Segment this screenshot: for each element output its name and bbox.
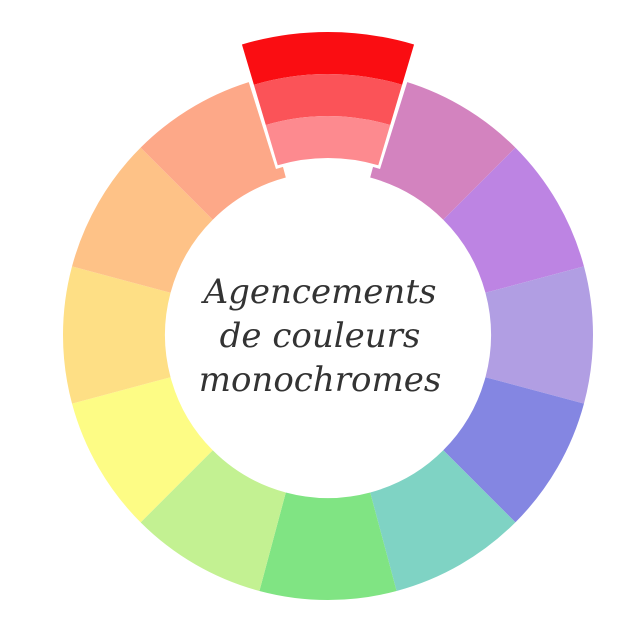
segment-red-orange xyxy=(140,79,286,220)
segment-red-shade-2 xyxy=(253,74,403,126)
segment-yellow xyxy=(72,377,213,523)
segment-red-shade-3 xyxy=(265,116,391,166)
segment-orange xyxy=(72,147,213,293)
segment-red-violet xyxy=(370,79,516,220)
title-line-2: de couleurs xyxy=(219,316,421,356)
segment-red-shade-1 xyxy=(241,32,415,85)
segment-blue-violet xyxy=(485,266,594,404)
segment-violet xyxy=(443,147,584,293)
wheel-segments xyxy=(62,79,594,601)
segment-yellow-orange xyxy=(62,266,171,404)
segment-yellow-green xyxy=(140,450,286,591)
segment-blue-green xyxy=(370,450,516,591)
highlighted-red-segment xyxy=(236,28,420,169)
segment-green xyxy=(259,492,397,601)
title-line-1: Agencements xyxy=(203,272,437,312)
segment-blue xyxy=(443,377,584,523)
title-line-3: monochromes xyxy=(198,360,442,400)
center-title: Agencements de couleurs monochromes xyxy=(170,270,470,402)
